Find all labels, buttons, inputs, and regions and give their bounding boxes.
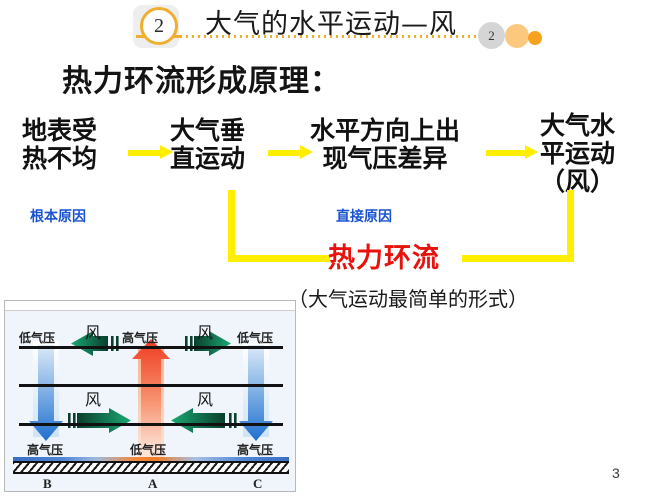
surface-temperature-band [13, 457, 289, 461]
site-label-c: C [253, 476, 263, 491]
flow-step-4: 大气水 平运动 （风） [540, 112, 615, 196]
flow-step-3-line1: 水平方向上出 [310, 116, 461, 145]
flow-arrow-2-head [300, 145, 313, 159]
slide-title: 大气的水平运动—风 [205, 9, 457, 40]
surface-pressure-right: 高气压 [237, 443, 274, 457]
wind-label-lower-left: 风 [85, 392, 102, 409]
flow-arrow-1-icon [128, 145, 174, 159]
upper-wind-arrow-left-icon [71, 331, 119, 356]
flow-step-3-line2: 现气压差异 [322, 144, 448, 173]
wind-label-upper-left: 风 [85, 325, 102, 342]
header-gray-circle-number: 2 [488, 27, 495, 43]
flow-step-2: 大气垂 直运动 [170, 117, 245, 173]
flow-arrow-1-head [160, 145, 173, 159]
flow-arrow-2-shaft [268, 150, 302, 156]
flow-arrow-2-icon [268, 145, 314, 159]
chapter-badge-number: 2 [154, 15, 164, 37]
altitude-line-lower [19, 423, 283, 426]
wind-label-upper-right: 风 [197, 325, 214, 342]
site-label-b: B [43, 476, 52, 491]
diagram-top-strip [5, 301, 295, 311]
flow-arrow-3-icon [486, 145, 540, 159]
thermal-circulation-diagram: 低气压 高气压 低气压 风 风 风 风 高气压 低气压 高气压 B A C [4, 300, 296, 492]
flow-arrow-3-shaft [486, 150, 527, 156]
altitude-line-middle [19, 384, 283, 387]
flow-step-1: 地表受 热不均 [22, 117, 97, 173]
site-label-a: A [148, 476, 158, 491]
label-root-cause: 根本原因 [30, 210, 86, 225]
surface-pressure-left: 高气压 [27, 443, 64, 457]
sinking-air-arrow-left-icon [29, 345, 63, 441]
loop-bracket-left-stem [228, 190, 235, 262]
rising-air-arrow-icon [132, 339, 170, 451]
header-rule-dotted [150, 35, 480, 38]
upper-pressure-center: 高气压 [122, 331, 159, 345]
loop-bracket-right-stem [567, 190, 574, 262]
slide-header: 2 大气的水平运动—风 2 [0, 0, 667, 55]
flow-step-2-line1: 大气垂 [170, 116, 246, 145]
flow-step-4-line2: 平运动 [540, 139, 616, 168]
lower-wind-arrow-right-icon [171, 408, 237, 433]
flow-step-4-line1: 大气水 [540, 111, 616, 140]
flow-arrow-1-shaft [128, 150, 162, 156]
upper-pressure-left: 低气压 [19, 331, 56, 345]
upper-wind-arrow-right-icon [185, 331, 231, 356]
section-heading: 热力环流形成原理： [62, 64, 341, 99]
flow-step-4-line3: （风） [540, 167, 616, 196]
loop-bracket-bottom-right [462, 255, 574, 262]
sinking-air-arrow-right-icon [239, 345, 273, 441]
surface-pressure-center: 低气压 [130, 443, 167, 457]
flow-step-2-line2: 直运动 [170, 144, 246, 173]
loop-label-thermal-circulation: 热力环流 [328, 243, 440, 274]
wind-label-lower-right: 风 [197, 392, 214, 409]
altitude-line-upper [19, 346, 283, 349]
header-orange-circle-large [505, 24, 529, 48]
lower-wind-arrow-left-icon [68, 408, 131, 433]
flow-arrow-3-head [525, 145, 538, 159]
upper-pressure-right: 低气压 [237, 331, 274, 345]
header-gray-circle: 2 [478, 22, 505, 49]
loop-bracket-bottom-left [228, 255, 330, 262]
header-orange-circle-small [528, 31, 542, 45]
flow-step-1-line1: 地表受 [22, 116, 98, 145]
diagram-caption: （大气运动最简单的形式） [288, 287, 528, 311]
label-direct-cause: 直接原因 [336, 210, 392, 225]
page-number: 3 [612, 465, 620, 481]
flow-step-1-line2: 热不均 [22, 144, 98, 173]
chapter-badge-ring: 2 [140, 7, 178, 45]
flow-step-3: 水平方向上出 现气压差异 [310, 117, 460, 173]
ground-hatching [13, 461, 289, 474]
